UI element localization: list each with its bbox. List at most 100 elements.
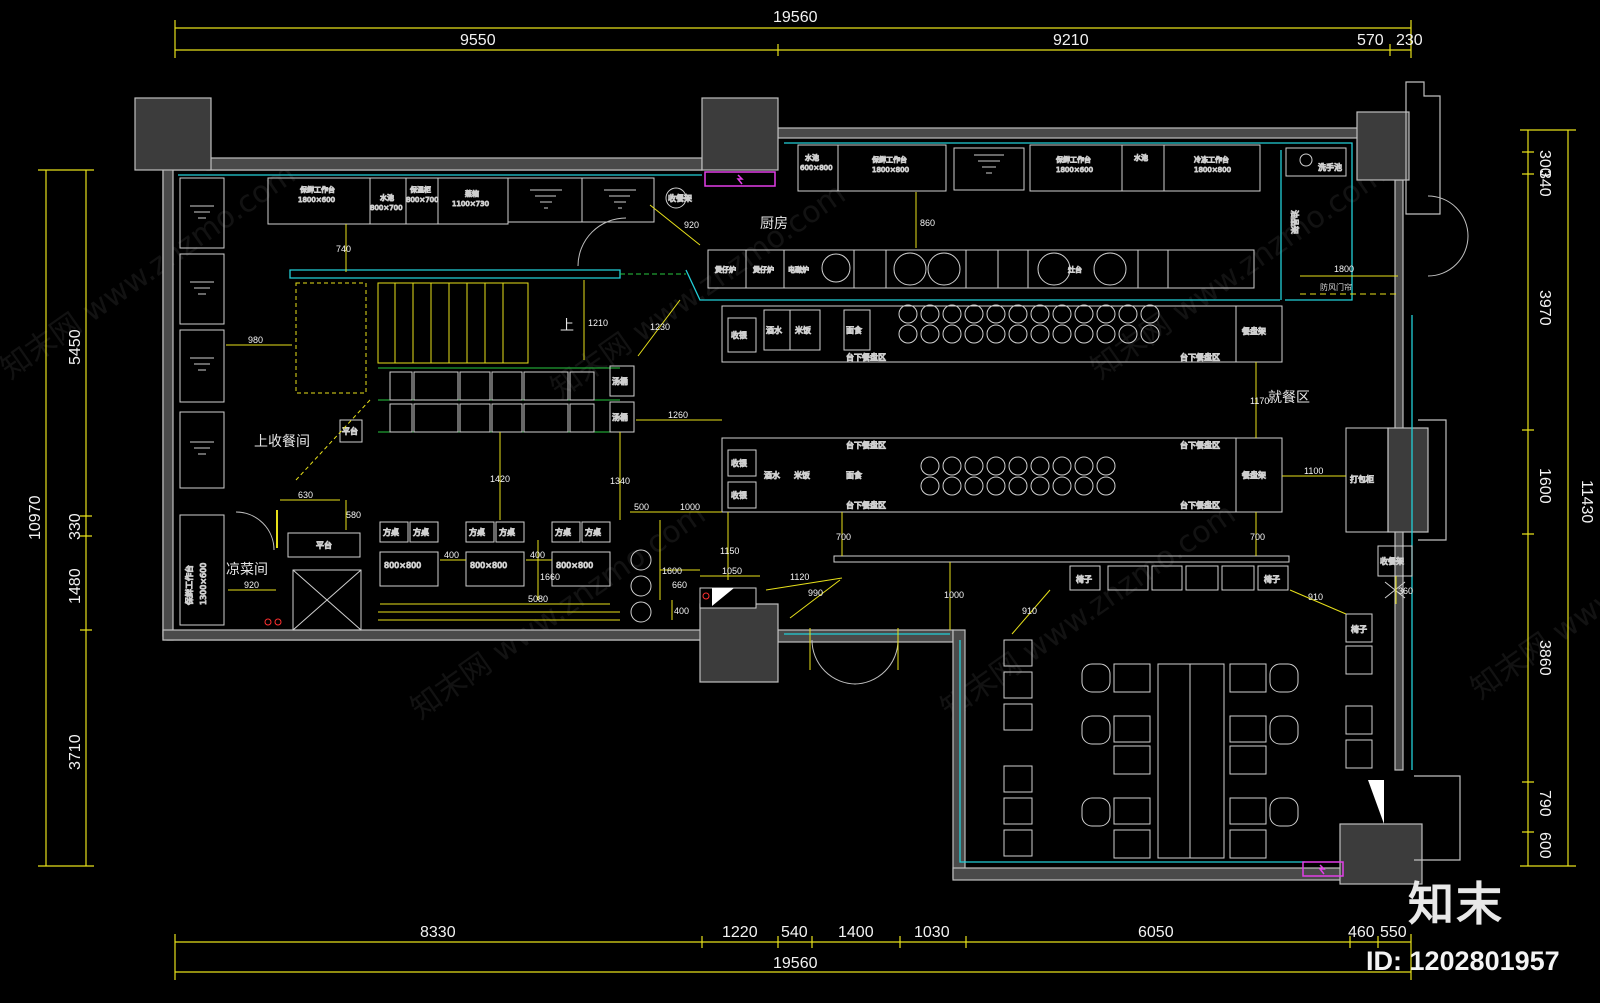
bottom-segment-dim: 1220 bbox=[722, 924, 758, 941]
prep-cell bbox=[459, 371, 491, 401]
food-well bbox=[1074, 324, 1094, 344]
dim-text: 580 bbox=[346, 510, 361, 520]
tray-rack-label: 餐盘架 bbox=[1242, 470, 1266, 480]
under-tray-label: 台下餐盘区 bbox=[846, 500, 886, 510]
dim-text: 660 bbox=[672, 580, 687, 590]
stair-treads bbox=[394, 283, 504, 363]
dim-text: 740 bbox=[336, 244, 351, 254]
stair-landing bbox=[295, 282, 367, 394]
air-curtain-label: 防风门帘 bbox=[1320, 282, 1352, 292]
food-well bbox=[986, 324, 1006, 344]
right-total-dim: 11430 bbox=[1578, 480, 1595, 523]
burner-icon bbox=[1037, 252, 1071, 286]
south-step-wall bbox=[952, 629, 966, 879]
table-label: 方桌 bbox=[413, 527, 429, 537]
dish-return-room-label: 收餐间 bbox=[268, 434, 310, 450]
cold-storage-units: 保鲜工作台 1300×600 平台 平台 bbox=[179, 177, 363, 631]
dim-text: 1120 bbox=[790, 572, 809, 582]
bottom-segment-dim: 6050 bbox=[1138, 924, 1174, 941]
table-size-label: 800×800 bbox=[470, 561, 507, 570]
dim-text: 1170 bbox=[1250, 396, 1269, 406]
chair bbox=[1221, 565, 1255, 591]
tray-rack bbox=[1235, 437, 1283, 513]
pack-cabinet bbox=[1345, 427, 1389, 533]
dim-line bbox=[649, 204, 701, 246]
warm-cabinet-size: 800×700 bbox=[406, 196, 439, 204]
inner-dim-texts: 740 980 920 860 1210 1230 1260 1420 1340… bbox=[244, 218, 1413, 616]
dim-text: 920 bbox=[684, 220, 699, 230]
counter bbox=[997, 249, 1029, 289]
burner-icon bbox=[927, 252, 961, 286]
kitchen-top-row: 保鲜工作台 1800×600 水池 800×700 保温柜 800×700 蒸箱… bbox=[267, 177, 693, 225]
burner-icon bbox=[893, 252, 927, 286]
room-labels: 厨房 就餐区 收餐间 凉菜间 上 上 防风门帘 bbox=[226, 216, 1352, 578]
food-well bbox=[942, 476, 962, 496]
stove-1-label: 煲仔炉 bbox=[715, 265, 736, 274]
south-west-wall bbox=[162, 629, 704, 641]
food-well bbox=[964, 304, 984, 324]
dim-text: 5080 bbox=[528, 594, 548, 604]
elevator bbox=[292, 569, 362, 631]
chair bbox=[1069, 565, 1101, 591]
dim-line bbox=[1011, 589, 1051, 635]
warm-cabinet-label: 保温柜 bbox=[410, 185, 431, 194]
cyan-line bbox=[289, 269, 621, 279]
table bbox=[1113, 715, 1151, 743]
workbench-2-label: 保鲜工作台 bbox=[872, 155, 907, 164]
table-label: 方桌 bbox=[585, 527, 601, 537]
cold-bench-label: 保鲜工作台 bbox=[184, 565, 194, 605]
dim-text: 1100 bbox=[1304, 466, 1323, 476]
stair-bottom bbox=[378, 611, 620, 621]
dim-line bbox=[789, 579, 841, 619]
chair-label: 椅子 bbox=[1264, 574, 1280, 584]
dim-text: 910 bbox=[1022, 606, 1037, 616]
door-swing bbox=[853, 639, 899, 685]
column-outline bbox=[1405, 81, 1441, 215]
stair-up-label: 上 bbox=[560, 318, 574, 334]
tray-rack-label: 餐盘架 bbox=[1242, 326, 1266, 336]
food-well bbox=[1074, 476, 1094, 496]
chair bbox=[1003, 829, 1033, 857]
workbench-3-size: 1800×600 bbox=[1056, 166, 1093, 174]
dim-text: 1800 bbox=[1334, 264, 1354, 274]
dim-text: 630 bbox=[298, 490, 313, 500]
food-well bbox=[986, 456, 1006, 476]
food-well bbox=[964, 324, 984, 344]
sink-3 bbox=[1121, 144, 1165, 192]
dim-text: 700 bbox=[1250, 532, 1265, 542]
dim-text: 400 bbox=[674, 606, 689, 616]
wok-label: 灶台 bbox=[1068, 265, 1082, 274]
id-label: ID: 1202801957 bbox=[1366, 946, 1560, 976]
dim-text: 400 bbox=[444, 550, 459, 560]
freezer-bench-label: 冷冻工作台 bbox=[1194, 155, 1229, 164]
noodle-label: 面食 bbox=[846, 470, 862, 480]
entry-triangle bbox=[712, 588, 734, 606]
freezer-unit bbox=[179, 329, 225, 403]
steamer-label: 蒸箱 bbox=[465, 189, 479, 198]
prep-cell bbox=[389, 371, 413, 401]
dim-line bbox=[765, 577, 843, 591]
table-block bbox=[465, 551, 525, 587]
dim-text: 1660 bbox=[540, 572, 560, 582]
electrical-panel bbox=[1302, 861, 1344, 877]
dim-text: 1150 bbox=[720, 546, 739, 556]
dim-text: 860 bbox=[920, 218, 935, 228]
seat bbox=[1269, 797, 1299, 827]
waste-bin-icon bbox=[665, 187, 687, 209]
right-segment-dim: 300 bbox=[1536, 150, 1553, 177]
platform-2 bbox=[339, 419, 363, 443]
hood-icon bbox=[190, 205, 214, 219]
burner-icon bbox=[821, 253, 851, 283]
dim-text: 360 bbox=[1398, 586, 1413, 596]
soup-bucket-cell bbox=[609, 401, 635, 433]
platform bbox=[287, 532, 361, 558]
door-jamb bbox=[809, 628, 899, 670]
cross-mark bbox=[1384, 581, 1406, 599]
top-segment-dim: 9210 bbox=[1053, 32, 1089, 49]
food-well bbox=[942, 456, 962, 476]
prep-cell bbox=[523, 371, 569, 401]
bin-label: 收餐架 bbox=[668, 193, 692, 203]
workbench-1-size: 1800×600 bbox=[298, 196, 335, 204]
west-wall bbox=[162, 167, 174, 641]
